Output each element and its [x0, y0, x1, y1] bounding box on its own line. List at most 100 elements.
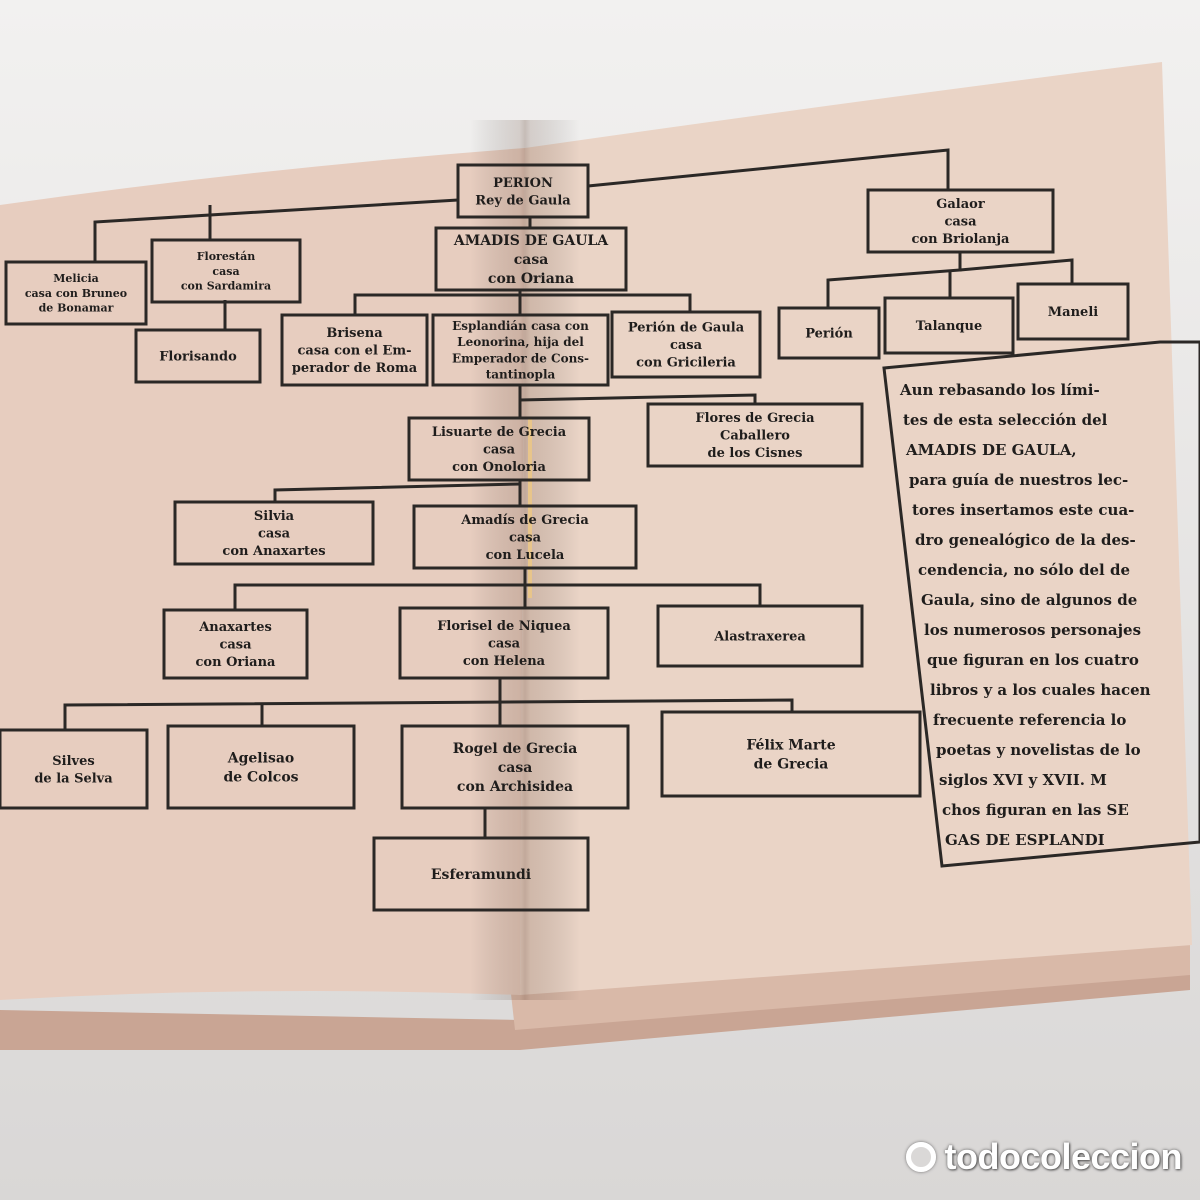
node-label: con Lucela — [486, 548, 565, 563]
node-label: Galaor — [936, 197, 985, 212]
note-line: chos figuran en las SE — [942, 801, 1129, 819]
node-florisel: Florisel de Niquea casa con Helena — [398, 606, 610, 680]
node-box — [866, 188, 1055, 254]
note-line: tes de esta selección del — [903, 411, 1108, 429]
connector-line — [587, 148, 950, 190]
node-label: Flores de Grecia — [695, 411, 815, 426]
node-label: de la Selva — [34, 771, 113, 786]
node-box — [280, 313, 429, 387]
node-florisando: Florisando — [134, 328, 262, 384]
node-label: Florisando — [159, 350, 237, 365]
node-label: con Oriana — [488, 271, 574, 287]
node-label: Talanque — [916, 319, 982, 334]
note-line: Gaula, sino de algunos de — [921, 591, 1137, 609]
node-label: Félix Marte — [746, 737, 835, 753]
node-box — [656, 604, 864, 668]
node-galaor: Galaor casa con Briolanja — [866, 188, 1055, 254]
node-box — [162, 608, 309, 680]
note-line: poetas y novelistas de lo — [936, 741, 1141, 759]
note-line: para guía de nuestros lec- — [909, 471, 1128, 489]
genealogy-nodes: PERION Rey de Gaula Galaor casa con Briolanj… — [0, 163, 1130, 912]
right-page — [520, 62, 1192, 995]
node-box — [412, 504, 638, 570]
node-box — [610, 310, 762, 379]
node-label: casa — [509, 531, 542, 546]
connector-line — [233, 583, 762, 610]
connector-line — [93, 198, 459, 262]
node-label: Brisena — [326, 326, 383, 341]
note-line: libros y a los cuales hacen — [930, 681, 1151, 699]
connector-line — [959, 258, 1074, 284]
node-label: con Helena — [463, 654, 546, 669]
node-label: de Bonamar — [39, 302, 114, 315]
node-label: Maneli — [1048, 305, 1098, 320]
node-label: casa — [670, 338, 703, 353]
node-perion-2: Perión — [777, 306, 881, 360]
node-box — [456, 163, 590, 219]
note-line: siglos XVI y XVII. M — [939, 771, 1107, 789]
node-label: con Anaxartes — [222, 544, 325, 559]
connector-line — [273, 482, 521, 502]
note-line: AMADIS DE GAULA, — [905, 441, 1077, 459]
node-perion: PERION Rey de Gaula — [456, 163, 590, 219]
node-label: tantinopla — [486, 368, 556, 382]
node-box — [0, 728, 149, 810]
node-box — [166, 724, 356, 810]
node-lisuarte: Lisuarte de Grecia casa con Onoloria — [407, 416, 591, 482]
node-talanque: Talanque — [883, 296, 1015, 355]
node-box — [173, 500, 375, 566]
node-label: de Colcos — [223, 769, 298, 785]
node-box — [400, 724, 630, 810]
note-line: tores insertamos este cua- — [912, 501, 1134, 519]
note-line: frecuente referencia lo — [933, 711, 1126, 729]
node-label: con Sardamira — [181, 280, 271, 293]
connector-line — [519, 393, 757, 404]
connector-line — [353, 293, 692, 315]
node-label: con Briolanja — [912, 232, 1011, 247]
node-label: Agelisao — [227, 750, 295, 766]
node-label: casa — [498, 760, 533, 776]
node-maneli: Maneli — [1016, 282, 1130, 341]
left-page — [0, 148, 525, 1000]
node-label: Florisel de Niquea — [437, 619, 571, 634]
node-label: casa — [514, 252, 549, 268]
watermark: todocoleccion — [906, 1136, 1182, 1178]
node-label: Lisuarte de Grecia — [432, 425, 567, 440]
node-box — [4, 260, 148, 326]
note-line: los numerosos personajes — [924, 621, 1141, 639]
node-label: con Onoloria — [452, 460, 546, 475]
node-label: Esplandián casa con — [452, 319, 589, 333]
connector-lines — [63, 148, 1074, 838]
note-line: GAS DE ESPLANDI — [945, 831, 1105, 849]
node-label: casa — [212, 265, 239, 278]
node-label: casa — [488, 637, 521, 652]
note-line: que figuran en los cuatro — [927, 651, 1139, 669]
note-line: Aun rebasando los lími- — [899, 381, 1100, 399]
node-label: Rey de Gaula — [475, 193, 571, 208]
node-label: PERION — [493, 176, 553, 191]
node-label: Melicia — [53, 272, 99, 285]
node-label: Leonorina, hija del — [457, 335, 584, 349]
node-label: casa — [483, 443, 516, 458]
node-label: casa — [944, 215, 977, 230]
node-box — [646, 402, 864, 468]
node-label: Emperador de Cons- — [452, 351, 589, 365]
node-label: Perión de Gaula — [628, 321, 745, 336]
node-box — [777, 306, 881, 360]
connector-line — [63, 698, 794, 730]
node-box — [1016, 282, 1130, 341]
node-label: Alastraxerea — [713, 630, 806, 645]
node-label: Silves — [52, 754, 94, 769]
note-box — [882, 340, 1200, 868]
